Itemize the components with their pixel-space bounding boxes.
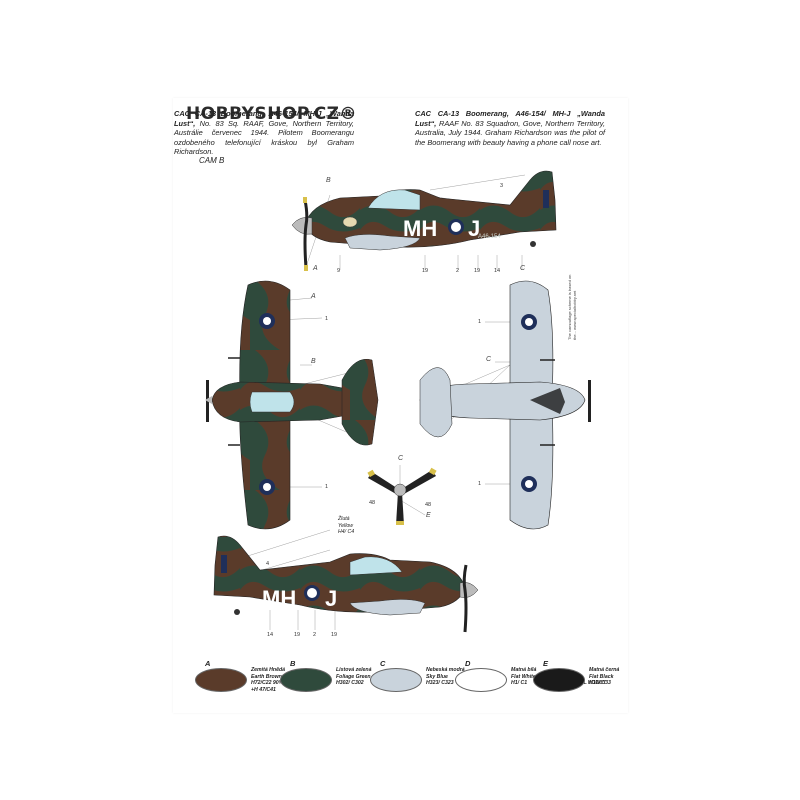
callout-c-plan: C	[486, 356, 492, 363]
swatch-sky-blue	[370, 668, 422, 692]
swatch-foliage-green	[280, 668, 332, 692]
serial-number: A46-154	[478, 234, 501, 240]
callout-19a: 19	[422, 268, 429, 274]
callout-19b: 19	[474, 268, 481, 274]
legend-text-c: Nebeská modrá Sky Blue H323/ C323	[426, 667, 465, 687]
propeller-detail	[367, 465, 437, 525]
code-letters-left: MH	[403, 216, 437, 241]
legend-letter-d: D	[465, 659, 471, 668]
callout-2: 2	[456, 268, 460, 274]
plan-view-top	[205, 280, 379, 530]
prop-tip-color-label: Žlutá Yellow H4/ C4	[338, 516, 354, 536]
callout-19b-bottom: 19	[331, 632, 338, 638]
callout-a-plan: A	[311, 293, 316, 300]
caption-english-body: RAAF No. 83 Squadron, Gove, Northern Ter…	[415, 118, 605, 147]
plan-view-bottom	[419, 280, 591, 530]
callout-1-plan-bottom-a: 1	[478, 319, 482, 325]
swatch-flat-black	[533, 668, 585, 692]
callout-e-prop: E	[426, 512, 431, 519]
legend-text-a: Zemitá Hnědá Earth Brown H72/C22 90%+ +H…	[251, 667, 287, 693]
callout-1-plan-top-a: 1	[325, 316, 329, 322]
callout-48a: 48	[369, 500, 376, 506]
prop-tip-color-text: Žlutá Yellow H4/ C4	[338, 516, 355, 535]
callout-b-plan: B	[311, 358, 316, 365]
callout-1-plan-top-b: 1	[325, 484, 329, 490]
callout-4: 4	[266, 561, 270, 567]
caption-czech-title: CAC CA-13 Boomerang, A46-154/ MH-J „Wand…	[174, 109, 354, 128]
caption-english-title: CAC CA-13 Boomerang, A46-154/ MH-J „Wand…	[415, 109, 605, 128]
code-letters-left-bottom: MH	[262, 586, 296, 611]
callout-14: 14	[494, 268, 501, 274]
caption-czech: CAC CA-13 Boomerang, A46-154/ MH-J „Wand…	[174, 109, 354, 157]
callout-9: 9	[337, 268, 341, 274]
legend-letter-b: B	[290, 659, 296, 668]
side-view-bottom: MH J	[213, 529, 479, 633]
callout-c-side: C	[520, 265, 526, 272]
code-letter-right-bottom: J	[325, 586, 337, 611]
callout-3: 3	[500, 183, 504, 189]
vertical-note: The camouflage scheme is based on the...…	[567, 274, 577, 340]
callout-c-prop: C	[398, 455, 404, 462]
manufacturer-logo: SPECIAL HOBBY	[565, 680, 607, 686]
swatch-flat-white	[455, 668, 507, 692]
callout-1-plan-bottom-b: 1	[478, 481, 482, 487]
watermark: HOBBYSHOP.CZ®	[186, 104, 357, 124]
callout-a-side: A	[313, 265, 318, 272]
callout-48b: 48	[425, 502, 432, 508]
caption-english: CAC CA-13 Boomerang, A46-154/ MH-J „Wand…	[415, 109, 605, 147]
swatch-earth-brown	[195, 668, 247, 692]
cam-label: CAM B	[199, 156, 225, 165]
callout-19a-bottom: 19	[294, 632, 301, 638]
callout-14-bottom: 14	[267, 632, 274, 638]
caption-czech-body: No. 83 Sq. RAAF, Gove, Northern Territor…	[174, 118, 354, 157]
legend-text-d: Matná bílá Flat White H1/ C1	[511, 667, 537, 687]
callout-b-side: B	[326, 177, 331, 184]
callout-2-bottom: 2	[313, 632, 317, 638]
legend-letter-c: C	[380, 659, 386, 668]
code-letter-right: J	[468, 216, 480, 241]
legend-text-e: Matná černá Flat Black H12/ C33	[589, 667, 620, 687]
legend-letter-a: A	[205, 659, 211, 668]
legend-letter-e: E	[543, 659, 549, 668]
legend-text-b: Listová zelená Foliage Green H302/ C302	[336, 667, 372, 687]
side-view-top: MH J A46-154	[291, 170, 557, 271]
